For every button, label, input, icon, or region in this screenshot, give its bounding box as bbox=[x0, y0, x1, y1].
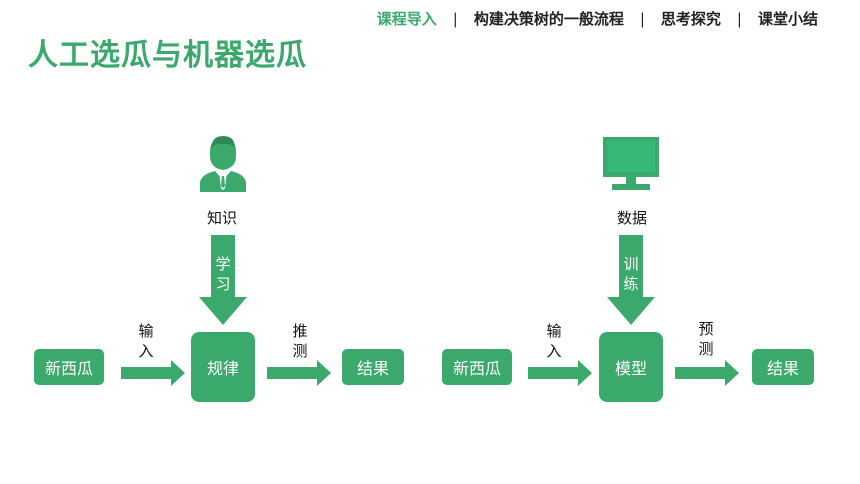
input-box-watermelon: 新西瓜 bbox=[34, 349, 104, 385]
nav-item-intro[interactable]: 课程导入 bbox=[376, 10, 437, 28]
nav-item-explore[interactable]: 思考探究 bbox=[660, 10, 721, 28]
nav-separator: | bbox=[639, 9, 645, 28]
output-box-result: 结果 bbox=[752, 349, 814, 385]
person-icon bbox=[200, 136, 246, 192]
down-arrow-text-1: 训 bbox=[623, 255, 639, 273]
arrow-label-1: 输 bbox=[138, 322, 154, 340]
source-label-data: 数据 bbox=[616, 209, 647, 227]
input-box-watermelon: 新西瓜 bbox=[442, 349, 512, 385]
arrow-label-1: 输 bbox=[546, 322, 562, 340]
down-arrow-text-1: 学 bbox=[215, 255, 231, 273]
nav-separator: | bbox=[736, 9, 742, 28]
page-title: 人工选瓜与机器选瓜 bbox=[28, 38, 307, 73]
source-label-knowledge: 知识 bbox=[206, 209, 237, 227]
arrow-label-2: 入 bbox=[138, 342, 154, 360]
down-arrow-text-2: 练 bbox=[623, 275, 639, 293]
nav-item-process[interactable]: 构建决策树的一般流程 bbox=[473, 10, 624, 28]
nav-separator: | bbox=[452, 9, 458, 28]
right-arrow-output bbox=[267, 360, 331, 386]
arrow-label-1: 推 bbox=[292, 322, 308, 340]
arrow-label-2: 入 bbox=[546, 342, 562, 360]
center-box-model: 模型 bbox=[599, 332, 663, 402]
nav-item-summary[interactable]: 课堂小结 bbox=[757, 10, 818, 28]
down-arrow-text-2: 习 bbox=[215, 275, 231, 293]
arrow-label-1: 预 bbox=[698, 320, 714, 338]
center-box-rules: 规律 bbox=[191, 332, 255, 402]
arrow-label-2: 测 bbox=[292, 342, 308, 360]
output-box-result: 结果 bbox=[342, 349, 404, 385]
right-arrow-input bbox=[121, 360, 185, 386]
arrow-label-2: 测 bbox=[698, 340, 714, 358]
monitor-icon bbox=[603, 137, 659, 190]
right-arrow-output bbox=[675, 360, 739, 386]
down-arrow-train bbox=[607, 235, 655, 325]
top-nav: 课程导入 | 构建决策树的一般流程 | 思考探究 | 课堂小结 bbox=[377, 8, 818, 29]
down-arrow-learn bbox=[199, 235, 247, 325]
right-arrow-input bbox=[528, 360, 592, 386]
